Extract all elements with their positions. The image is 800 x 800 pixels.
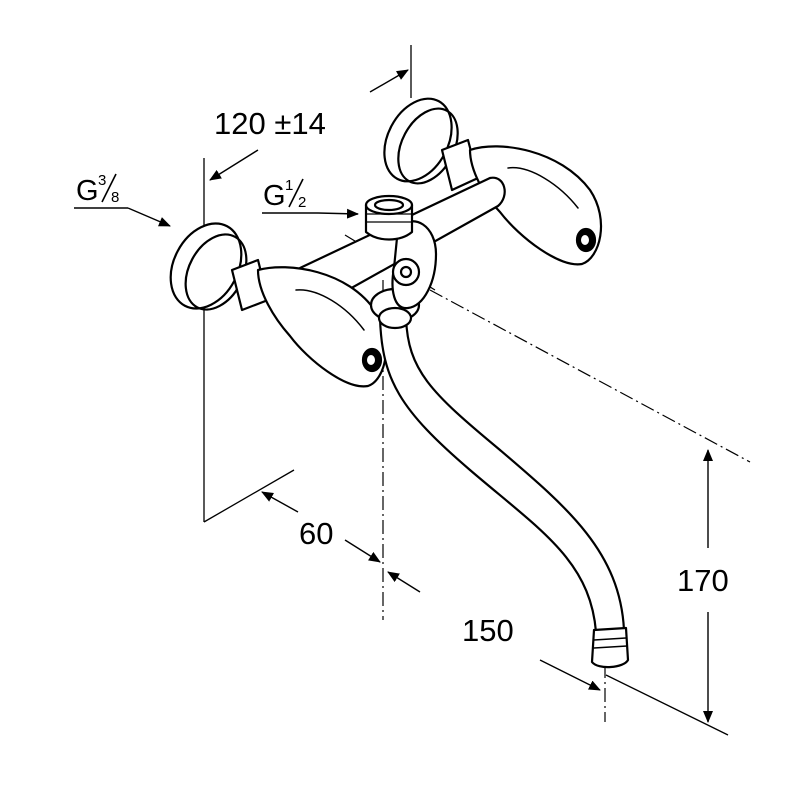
dim-150-line-a	[387, 571, 421, 593]
dim-60-line-b	[344, 539, 381, 563]
outlet-nipple	[364, 194, 414, 241]
outlet-extension-line	[605, 674, 729, 736]
dim-120-line-lower	[209, 149, 259, 181]
faucet-illustration	[169, 97, 630, 669]
spout	[378, 316, 626, 634]
g38-fraction-slash	[101, 173, 117, 203]
dim-150-label: 150	[462, 613, 514, 648]
thread-label-g38: G 3 8	[76, 172, 119, 207]
g38-prefix: G	[76, 175, 99, 207]
horizontal-axis-line	[429, 289, 751, 463]
extension-lines	[203, 45, 729, 736]
left-handle	[256, 266, 388, 388]
g12-numerator: 1	[285, 177, 293, 194]
g38-leader	[127, 207, 171, 227]
leader-lines	[74, 207, 359, 227]
dim-150-line-b	[539, 659, 601, 691]
g12-denominator: 2	[298, 194, 306, 211]
g12-leader	[317, 208, 359, 219]
g38-denominator: 8	[111, 189, 119, 206]
g12-prefix: G	[263, 180, 286, 212]
g12-fraction-slash	[288, 178, 304, 208]
diverter-lever	[391, 220, 438, 310]
thread-label-g12: G 1 2	[263, 177, 306, 212]
dimension-lines	[209, 69, 713, 723]
dim-60-line-a	[261, 491, 299, 513]
g38-numerator: 3	[98, 172, 106, 189]
wall-base-line	[203, 469, 295, 523]
dim-120-line-upper	[369, 69, 409, 93]
dim-120-label: 120 ±14	[214, 106, 326, 141]
dim-170-label: 170	[677, 563, 729, 598]
aerator	[590, 626, 630, 669]
dim-60-label: 60	[299, 516, 333, 551]
